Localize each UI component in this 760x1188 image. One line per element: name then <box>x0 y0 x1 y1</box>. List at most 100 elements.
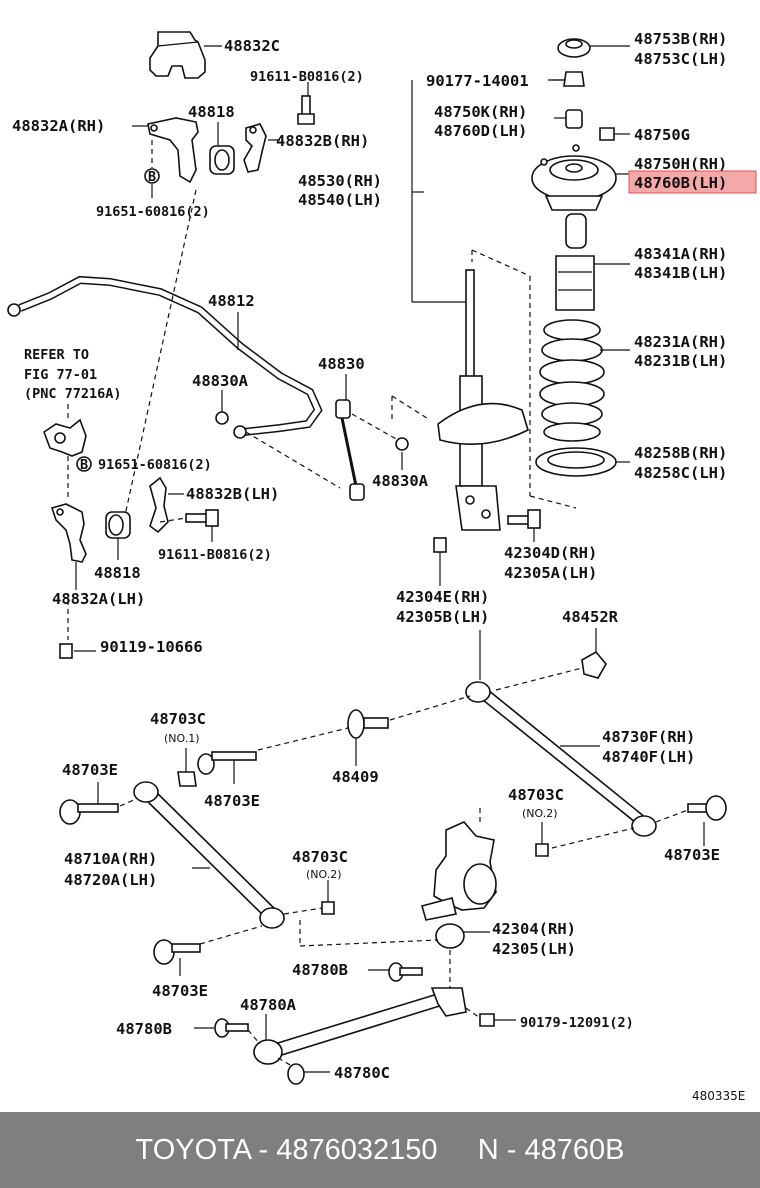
label-48730F: 48730F(RH) <box>602 728 695 746</box>
bushing-48818-top-drawing <box>209 145 235 175</box>
label-42305B: 42305B(LH) <box>396 608 489 626</box>
label-48780A: 48780A <box>240 996 297 1014</box>
bolt-48703E-bottom-drawing <box>153 939 201 965</box>
label-91611-top: 91611-B0816(2) <box>250 69 364 85</box>
arm-48730F-drawing <box>465 681 657 837</box>
label-90179: 90179-12091(2) <box>520 1015 634 1031</box>
bolt-91611-mid-drawing <box>185 509 219 527</box>
bolt-91611-top-drawing <box>297 95 315 125</box>
label-48703E-3: 48703E <box>664 846 720 864</box>
label-48231A: 48231A(RH) <box>634 333 727 351</box>
label-48258B: 48258B(RH) <box>634 444 727 462</box>
insulator-48258B-drawing <box>535 447 617 477</box>
label-48703E-4: 48703E <box>152 982 208 1000</box>
label-48832C: 48832C <box>224 37 280 55</box>
label-91651-mid: 91651-60816(2) <box>98 457 212 473</box>
stabilizer-bar-48812-drawing <box>7 275 323 439</box>
bolt-48780B-2-drawing <box>214 1018 249 1038</box>
label-48703E-2: 48703E <box>204 792 260 810</box>
nut-90177-drawing <box>563 71 585 87</box>
knuckle-42304-drawing <box>421 821 497 949</box>
label-48753C: 48753C(LH) <box>634 50 727 68</box>
diagram-id: 480335E <box>692 1089 745 1103</box>
bracket-48832B-rh-drawing <box>243 123 267 173</box>
label-48760D: 48760D(LH) <box>434 122 527 140</box>
bracket-48832C-drawing <box>149 31 206 79</box>
refer-bracket-drawing <box>43 418 87 457</box>
label-48832A-rh: 48832A(RH) <box>12 117 105 135</box>
label-refer-1: REFER TO <box>24 347 89 363</box>
label-42305: 42305(LH) <box>492 940 576 958</box>
bracket-48832A-rh-drawing <box>147 117 199 184</box>
label-91651-top: 91651-60816(2) <box>96 204 210 220</box>
label-48832B-rh: 48832B(RH) <box>276 132 369 150</box>
label-42305A: 42305A(LH) <box>504 564 597 582</box>
label-48540: 48540(LH) <box>298 191 382 209</box>
label-90177: 90177-14001 <box>426 72 529 90</box>
label-42304E: 42304E(RH) <box>396 588 489 606</box>
bushing-48818-bot-drawing <box>105 511 131 539</box>
label-48750G: 48750G <box>634 126 690 144</box>
svg-text:B: B <box>148 169 156 185</box>
label-refer-2: FIG 77-01 <box>24 367 97 383</box>
spring-48231A-drawing <box>539 319 605 442</box>
label-refer-3: (PNC 77216A) <box>24 386 122 402</box>
label-42304: 42304(RH) <box>492 920 576 938</box>
label-48760B: 48760B(LH) <box>634 174 727 192</box>
label-48832A-lh: 48832A(LH) <box>52 590 145 608</box>
bracket-48832A-lh-drawing <box>50 503 87 563</box>
label-48830A-right: 48830A <box>372 472 429 490</box>
arm-48710A-drawing <box>133 781 285 929</box>
label-48750K: 48750K(RH) <box>434 103 527 121</box>
parts-diagram: B B <box>7 30 757 1103</box>
bolt-48703E-mid-drawing <box>197 751 257 775</box>
bracket-48832B-lh-drawing <box>149 476 169 534</box>
label-48703C-1: 48703C <box>150 710 206 728</box>
svg-text:B: B <box>80 457 88 473</box>
label-48720A: 48720A(LH) <box>64 871 157 889</box>
link-48780A-drawing <box>253 987 467 1065</box>
label-48818-bot: 48818 <box>94 564 141 582</box>
label-48818-top: 48818 <box>188 103 235 121</box>
label-42304D: 42304D(RH) <box>504 544 597 562</box>
label-no2-a: (NO.2) <box>522 807 558 820</box>
footer-bar: TOYOTA - 4876032150 N - 48760B <box>0 1112 760 1188</box>
label-48710A: 48710A(RH) <box>64 850 157 868</box>
label-48830A-left: 48830A <box>192 372 249 390</box>
bushing-48780C-drawing <box>287 1063 305 1085</box>
highlight-48760B <box>628 170 757 194</box>
label-48750H: 48750H(RH) <box>634 155 727 173</box>
bolt-48703E-right-drawing <box>687 795 727 821</box>
label-48830: 48830 <box>318 355 365 373</box>
stabilizer-link-48830-drawing <box>335 399 365 501</box>
label-no1: (NO.1) <box>164 732 200 745</box>
label-90119: 90119-10666 <box>100 638 203 656</box>
support-48760B-drawing <box>531 144 617 211</box>
bushing-48750K-drawing <box>565 109 583 129</box>
nut-48750G-drawing <box>599 127 615 141</box>
bumper-48341A-drawing <box>555 213 595 311</box>
label-48341A: 48341A(RH) <box>634 245 727 263</box>
bolt-48703E-left-drawing <box>59 799 119 825</box>
label-48341B: 48341B(LH) <box>634 264 727 282</box>
label-48780B-1: 48780B <box>292 961 348 979</box>
bolt-48780B-1-drawing <box>388 962 423 982</box>
label-48530: 48530(RH) <box>298 172 382 190</box>
label-48753B: 48753B(RH) <box>634 30 727 48</box>
label-48740F: 48740F(LH) <box>602 748 695 766</box>
label-48780B-2: 48780B <box>116 1020 172 1038</box>
label-48409: 48409 <box>332 768 379 786</box>
label-48258C: 48258C(LH) <box>634 464 727 482</box>
label-no2-b: (NO.2) <box>306 868 342 881</box>
footer-text: TOYOTA - 4876032150 N - 48760B <box>135 1133 625 1166</box>
strut-48530-drawing <box>437 269 529 531</box>
label-48703C-3: 48703C <box>292 848 348 866</box>
washer-48409-drawing <box>347 709 389 739</box>
bolt-90119-drawing <box>59 643 73 659</box>
label-48812: 48812 <box>208 292 255 310</box>
label-48452R: 48452R <box>562 608 619 626</box>
bolt-42304D-drawing <box>507 509 541 529</box>
label-48703C-2: 48703C <box>508 786 564 804</box>
label-91611-mid: 91611-B0816(2) <box>158 547 272 563</box>
label-48780C: 48780C <box>334 1064 390 1082</box>
